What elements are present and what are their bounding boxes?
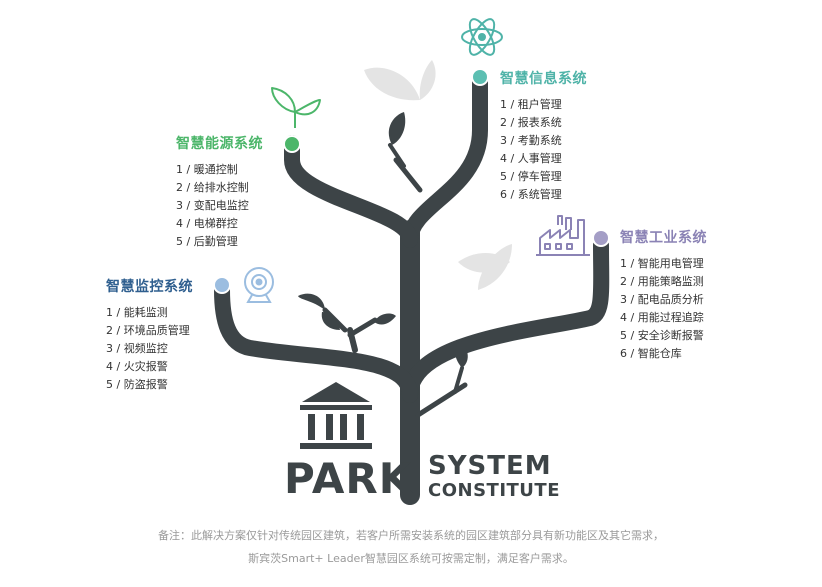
list-item: 5 / 防盗报警 [106, 378, 168, 391]
list-item: 1 / 智能用电管理 [620, 257, 704, 270]
list-item: 4 / 人事管理 [500, 152, 562, 165]
monitor-system-title: 智慧监控系统 [106, 279, 193, 295]
list-item: 6 / 智能仓库 [620, 347, 682, 360]
industry-branch-dot [592, 229, 610, 247]
park-title: PARK [284, 454, 413, 503]
monitor-system-list: 1 / 能耗监测 2 / 环境品质管理 3 / 视频监控 4 / 火灾报警 5 … [106, 304, 193, 394]
list-item: 2 / 给排水控制 [176, 181, 249, 194]
list-item: 3 / 考勤系统 [500, 134, 562, 147]
factory-icon [536, 215, 590, 256]
list-item: 1 / 租户管理 [500, 98, 562, 111]
industry-system-list: 1 / 智能用电管理 2 / 用能策略监测 3 / 配电品质分析 4 / 用能过… [620, 255, 707, 363]
list-item: 2 / 用能策略监测 [620, 275, 704, 288]
energy-system-title: 智慧能源系统 [176, 136, 263, 152]
list-item: 1 / 能耗监测 [106, 306, 168, 319]
list-item: 4 / 电梯群控 [176, 217, 238, 230]
list-item: 1 / 暖通控制 [176, 163, 238, 176]
dark-leaves [298, 112, 468, 368]
note-line-1: 备注：此解决方案仅针对传统园区建筑，若客户所需安装系统的园区建筑部分具有新功能区… [158, 529, 664, 542]
sprout-icon [271, 87, 321, 128]
list-item: 6 / 系统管理 [500, 188, 562, 201]
list-item: 3 / 配电品质分析 [620, 293, 704, 306]
list-item: 5 / 安全诊断报警 [620, 329, 704, 342]
note-line-2: 斯宾茨Smart+ Leader智慧园区系统可按需定制，满足客户需求。 [248, 552, 574, 565]
museum-icon [300, 382, 372, 449]
info-branch-dot [471, 68, 489, 86]
system-title: SYSTEM [428, 451, 552, 481]
list-item: 3 / 变配电监控 [176, 199, 249, 212]
list-item: 5 / 后勤管理 [176, 235, 238, 248]
constitute-title: CONSTITUTE [428, 480, 560, 501]
info-system: 智慧信息系统 1 / 租户管理 2 / 报表系统 3 / 考勤系统 4 / 人事… [500, 68, 587, 204]
energy-system: 智慧能源系统 1 / 暖通控制 2 / 给排水控制 3 / 变配电监控 4 / … [176, 133, 263, 251]
list-item: 3 / 视频监控 [106, 342, 168, 355]
energy-system-list: 1 / 暖通控制 2 / 给排水控制 3 / 变配电监控 4 / 电梯群控 5 … [176, 161, 263, 251]
list-item: 4 / 用能过程追踪 [620, 311, 704, 324]
monitor-branch-dot [213, 276, 231, 294]
list-item: 4 / 火灾报警 [106, 360, 168, 373]
industry-system: 智慧工业系统 1 / 智能用电管理 2 / 用能策略监测 3 / 配电品质分析 … [620, 227, 707, 363]
info-system-title: 智慧信息系统 [500, 71, 587, 87]
webcam-icon [244, 267, 274, 303]
atom-icon [461, 18, 503, 56]
list-item: 2 / 报表系统 [500, 116, 562, 129]
list-item: 2 / 环境品质管理 [106, 324, 190, 337]
list-item: 5 / 停车管理 [500, 170, 562, 183]
info-system-list: 1 / 租户管理 2 / 报表系统 3 / 考勤系统 4 / 人事管理 5 / … [500, 96, 587, 204]
energy-branch-dot [283, 135, 301, 153]
monitor-system: 智慧监控系统 1 / 能耗监测 2 / 环境品质管理 3 / 视频监控 4 / … [106, 276, 193, 394]
industry-system-title: 智慧工业系统 [620, 230, 707, 246]
decorative-leaves [364, 60, 512, 290]
